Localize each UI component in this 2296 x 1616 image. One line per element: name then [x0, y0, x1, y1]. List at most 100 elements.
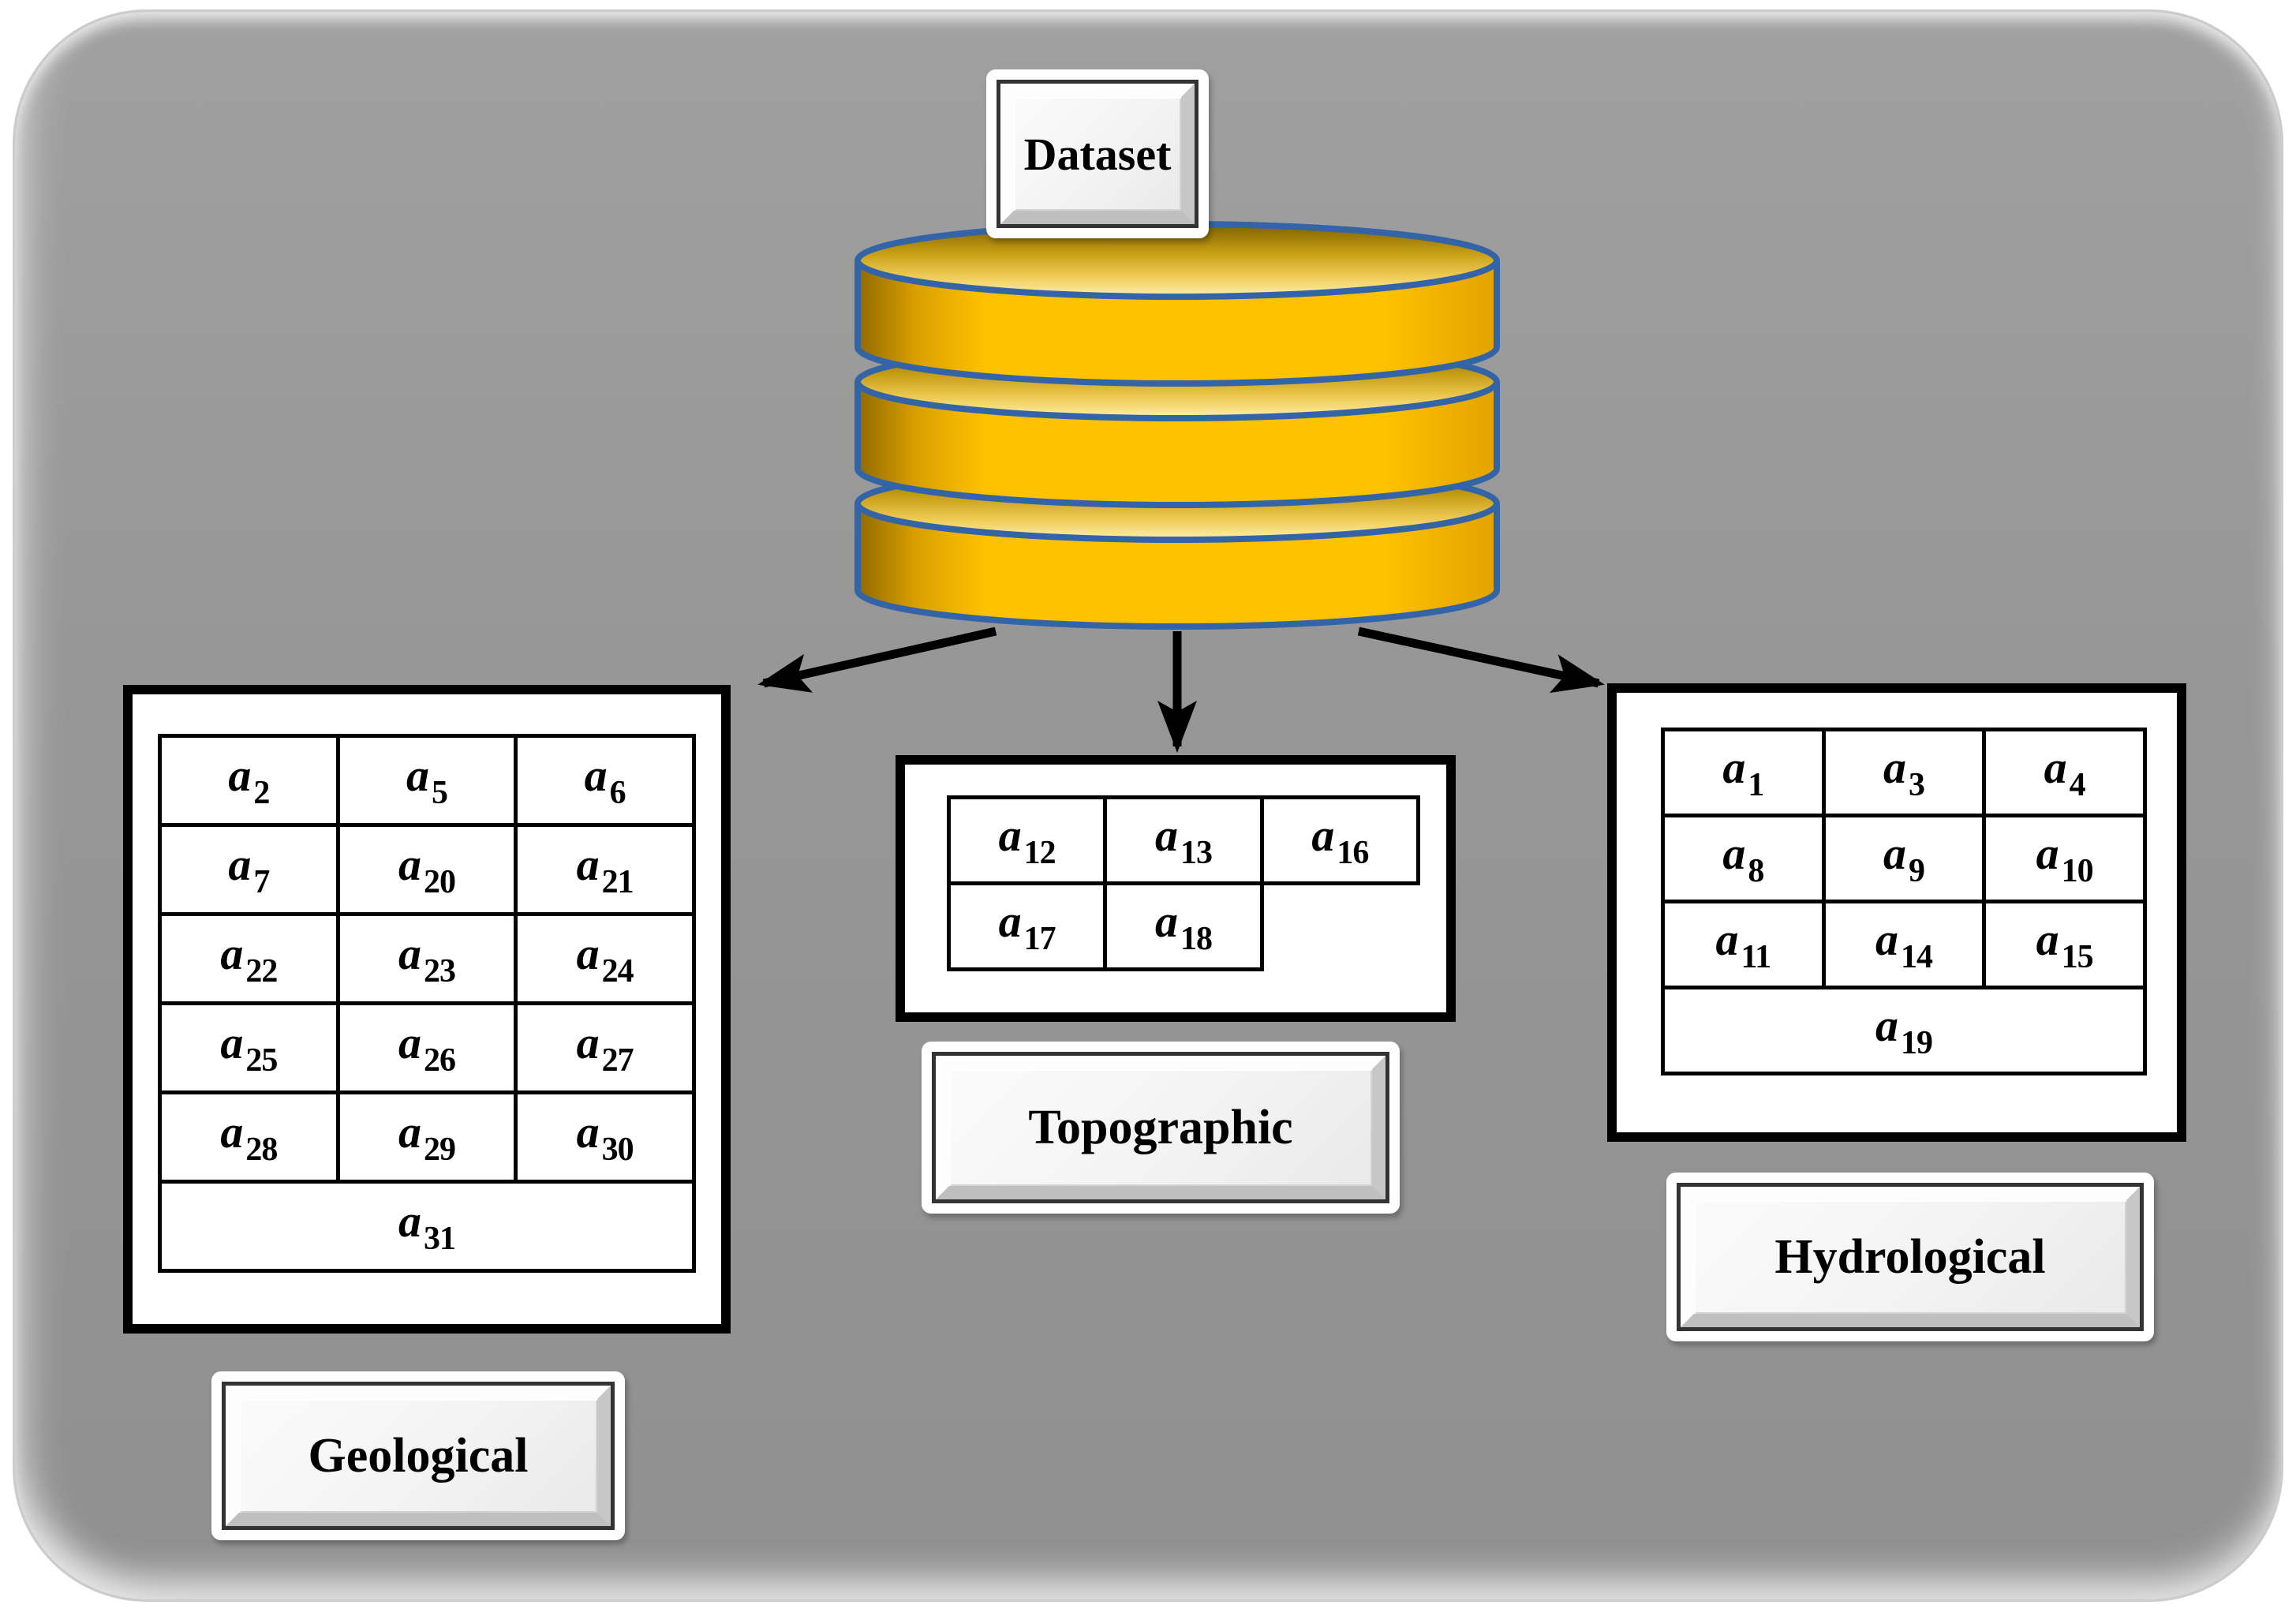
variable-subscript: 4: [2069, 767, 2086, 803]
variable-base: a: [2036, 914, 2059, 965]
table-cell-empty: [1262, 884, 1418, 970]
variable-base: a: [998, 810, 1022, 861]
variable-base: a: [1311, 810, 1335, 861]
variable-subscript: 3: [1908, 767, 1925, 803]
table-cell: a4: [1982, 728, 2147, 817]
variable-base: a: [228, 839, 252, 890]
table-cell: a12: [946, 795, 1108, 885]
variable-subscript: 16: [1337, 835, 1369, 871]
table-cell: a18: [1103, 881, 1264, 971]
topographic-label-face: Topographic: [936, 1056, 1385, 1199]
variable-base: a: [1883, 742, 1906, 793]
hydrological-label-frame: Hydrological: [1677, 1183, 2144, 1331]
table-cell: a9: [1821, 814, 1987, 903]
geological-label-frame: Geological: [222, 1382, 615, 1530]
database-icon: [854, 221, 1500, 630]
table-cell: a5: [335, 734, 518, 827]
variable-subscript: 26: [423, 1042, 456, 1079]
variable-base: a: [998, 896, 1022, 947]
table-cell: a26: [335, 1001, 518, 1094]
table-cell: a3: [1821, 728, 1987, 817]
dataset-label-box: Dataset: [986, 69, 1209, 238]
variable-base: a: [576, 928, 600, 979]
topographic-label-box: Topographic: [922, 1042, 1400, 1214]
variable-subscript: 19: [1901, 1025, 1933, 1061]
variable-subscript: 20: [423, 864, 456, 900]
variable-subscript: 12: [1023, 835, 1056, 871]
table-cell: a6: [514, 734, 696, 827]
hydrological-label: Hydrological: [1774, 1229, 2046, 1284]
topographic-label: Topographic: [1028, 1100, 1293, 1154]
variable-subscript: 29: [423, 1132, 456, 1168]
variable-subscript: 23: [423, 953, 456, 989]
table-cell: a28: [158, 1090, 340, 1184]
table-cell: a19: [1661, 986, 2147, 1075]
variable-subscript: 21: [601, 864, 634, 900]
geological-label-face: Geological: [226, 1386, 611, 1526]
table-cell: a14: [1821, 900, 1987, 989]
variable-subscript: 13: [1180, 835, 1213, 871]
database-disk-top: [854, 221, 1500, 387]
variable-subscript: 28: [245, 1132, 278, 1168]
variable-subscript: 2: [253, 775, 270, 811]
variable-base: a: [576, 1106, 600, 1158]
variable-subscript: 10: [2061, 853, 2094, 889]
variable-subscript: 17: [1023, 921, 1056, 957]
geological-label-box: Geological: [211, 1371, 625, 1540]
dataset-label-face: Dataset: [1000, 84, 1195, 224]
variable-base: a: [398, 1195, 421, 1247]
variable-subscript: 7: [253, 864, 270, 900]
variable-base: a: [1875, 914, 1898, 965]
table-row: a19: [1661, 986, 2147, 1075]
arrow-to-geological: [757, 627, 997, 693]
table-cell: a30: [514, 1090, 696, 1184]
variable-base: a: [220, 1017, 244, 1068]
variable-subscript: 6: [609, 775, 626, 811]
variable-base: a: [2036, 828, 2059, 879]
variable-base: a: [1154, 810, 1178, 861]
variable-base: a: [1154, 896, 1178, 947]
dataset-label: Dataset: [1023, 128, 1172, 180]
variable-subscript: 18: [1180, 921, 1213, 957]
table-row: a31: [158, 1180, 696, 1273]
variable-base: a: [576, 839, 600, 890]
variable-base: a: [398, 1106, 421, 1158]
variable-base: a: [398, 1017, 421, 1068]
table-cell: a7: [158, 823, 340, 916]
table-cell: a10: [1982, 814, 2147, 903]
variable-subscript: 9: [1908, 853, 1925, 889]
variable-base: a: [1722, 742, 1746, 793]
variable-base: a: [220, 928, 244, 979]
variable-base: a: [584, 750, 608, 801]
arrow-to-hydrological: [1357, 627, 1605, 694]
hydrological-label-box: Hydrological: [1666, 1173, 2154, 1341]
variable-subscript: 8: [1748, 853, 1764, 889]
variable-base: a: [220, 1106, 244, 1158]
table-cell: a20: [335, 823, 518, 916]
variable-subscript: 25: [245, 1042, 278, 1079]
table-cell: a15: [1982, 900, 2147, 989]
variable-subscript: 14: [1900, 939, 1933, 975]
variable-base: a: [228, 750, 252, 801]
table-cell: a16: [1259, 795, 1421, 885]
branch-arrows: [757, 627, 1605, 753]
table-cell: a31: [158, 1180, 696, 1273]
table-cell: a23: [335, 912, 518, 1005]
variable-base: a: [1722, 828, 1746, 879]
variable-subscript: 30: [601, 1132, 634, 1168]
variable-base: a: [576, 1017, 600, 1068]
table-cell: a11: [1661, 900, 1826, 989]
